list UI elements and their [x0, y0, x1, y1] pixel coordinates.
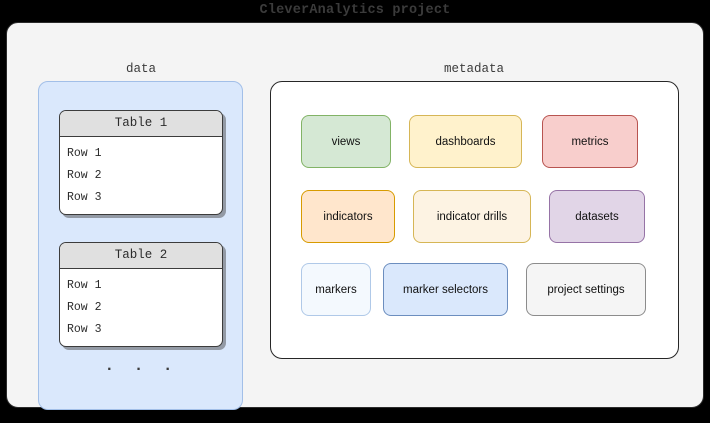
- table-box[interactable]: Table 2 Row 1 Row 2 Row 3: [59, 242, 223, 347]
- metadata-box-dashboards[interactable]: dashboards: [409, 115, 522, 168]
- table-row: Row 2: [67, 169, 102, 182]
- table-box[interactable]: Table 1 Row 1 Row 2 Row 3: [59, 110, 223, 215]
- metadata-box-views[interactable]: views: [301, 115, 391, 168]
- data-group: Table 1 Row 1 Row 2 Row 3 Table 2 Row 1 …: [38, 81, 243, 410]
- metadata-section-caption: metadata: [443, 62, 504, 76]
- more-tables-ellipsis: · · ·: [104, 360, 178, 378]
- table-header: Table 2: [60, 243, 222, 269]
- table-row: Row 1: [67, 147, 102, 160]
- metadata-box-markers[interactable]: markers: [301, 263, 371, 316]
- table-row: Row 2: [67, 301, 102, 314]
- table-header: Table 1: [60, 111, 222, 137]
- page-title: CleverAnalytics project: [259, 3, 451, 18]
- metadata-box-marker-selectors[interactable]: marker selectors: [383, 263, 508, 316]
- metadata-box-metrics[interactable]: metrics: [542, 115, 638, 168]
- metadata-group: views dashboards metrics indicators indicato…: [270, 81, 679, 359]
- metadata-box-project-settings[interactable]: project settings: [526, 263, 646, 316]
- table-row: Row 3: [67, 323, 102, 336]
- table-row: Row 3: [67, 191, 102, 204]
- metadata-box-indicators[interactable]: indicators: [301, 190, 395, 243]
- metadata-box-datasets[interactable]: datasets: [549, 190, 645, 243]
- metadata-box-indicator-drills[interactable]: indicator drills: [413, 190, 531, 243]
- data-section-caption: data: [125, 62, 156, 76]
- project-panel: data metadata Table 1 Row 1 Row 2 Row 3 …: [6, 22, 704, 410]
- table-row: Row 1: [67, 279, 102, 292]
- table-body: Row 1 Row 2 Row 3: [60, 269, 222, 341]
- table-body: Row 1 Row 2 Row 3: [60, 137, 222, 209]
